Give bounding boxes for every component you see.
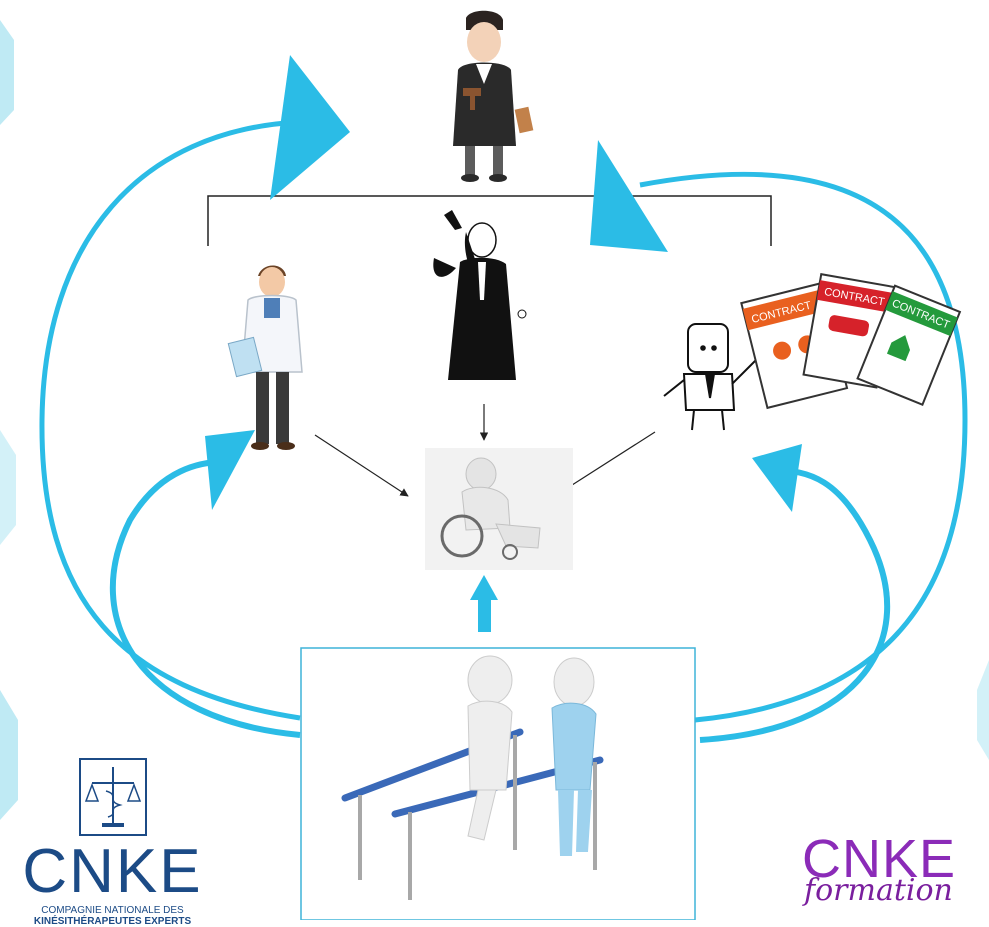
judge-bracket [207,195,772,246]
caduceus-scales-icon [79,758,147,836]
physiotherapy-image [300,647,696,920]
inner-right-flow-arrow [699,444,891,743]
wheelchair-patient-figure [425,448,573,570]
cnke-formation-title: CNKE [802,829,957,889]
outer-right-flow-arrow [590,140,968,723]
right-edge-decoration [977,660,989,760]
insurer-to-patient-arrow [557,431,656,495]
judge-figure [453,10,534,182]
doctor-figure [227,265,303,450]
cnke-logo: CNKE COMPAGNIE NATIONALE DES KINÉSITHÉRA… [20,755,205,927]
doctor-to-patient-arrow [314,434,409,497]
outer-left-flow-arrow [39,55,350,721]
cnke-formation-subtitle: formation [804,873,953,908]
cnke-logo-title: CNKE [22,837,203,906]
inner-left-flow-arrow [109,430,301,738]
cnke-logo-subtitle-line2: KINÉSITHÉRAPEUTES EXPERTS [33,916,192,927]
cnke-logo-subtitle-line1: COMPAGNIE NATIONALE DES [41,905,184,916]
insurer-figure [663,323,761,431]
up-flow-arrow [470,575,498,632]
contract-documents: CONTRACT CONTRACT CONTRACT [740,273,962,410]
left-edge-decoration [0,20,18,820]
cnke-formation-logo: CNKE formation [800,832,975,920]
lawyer-figure [433,210,527,380]
